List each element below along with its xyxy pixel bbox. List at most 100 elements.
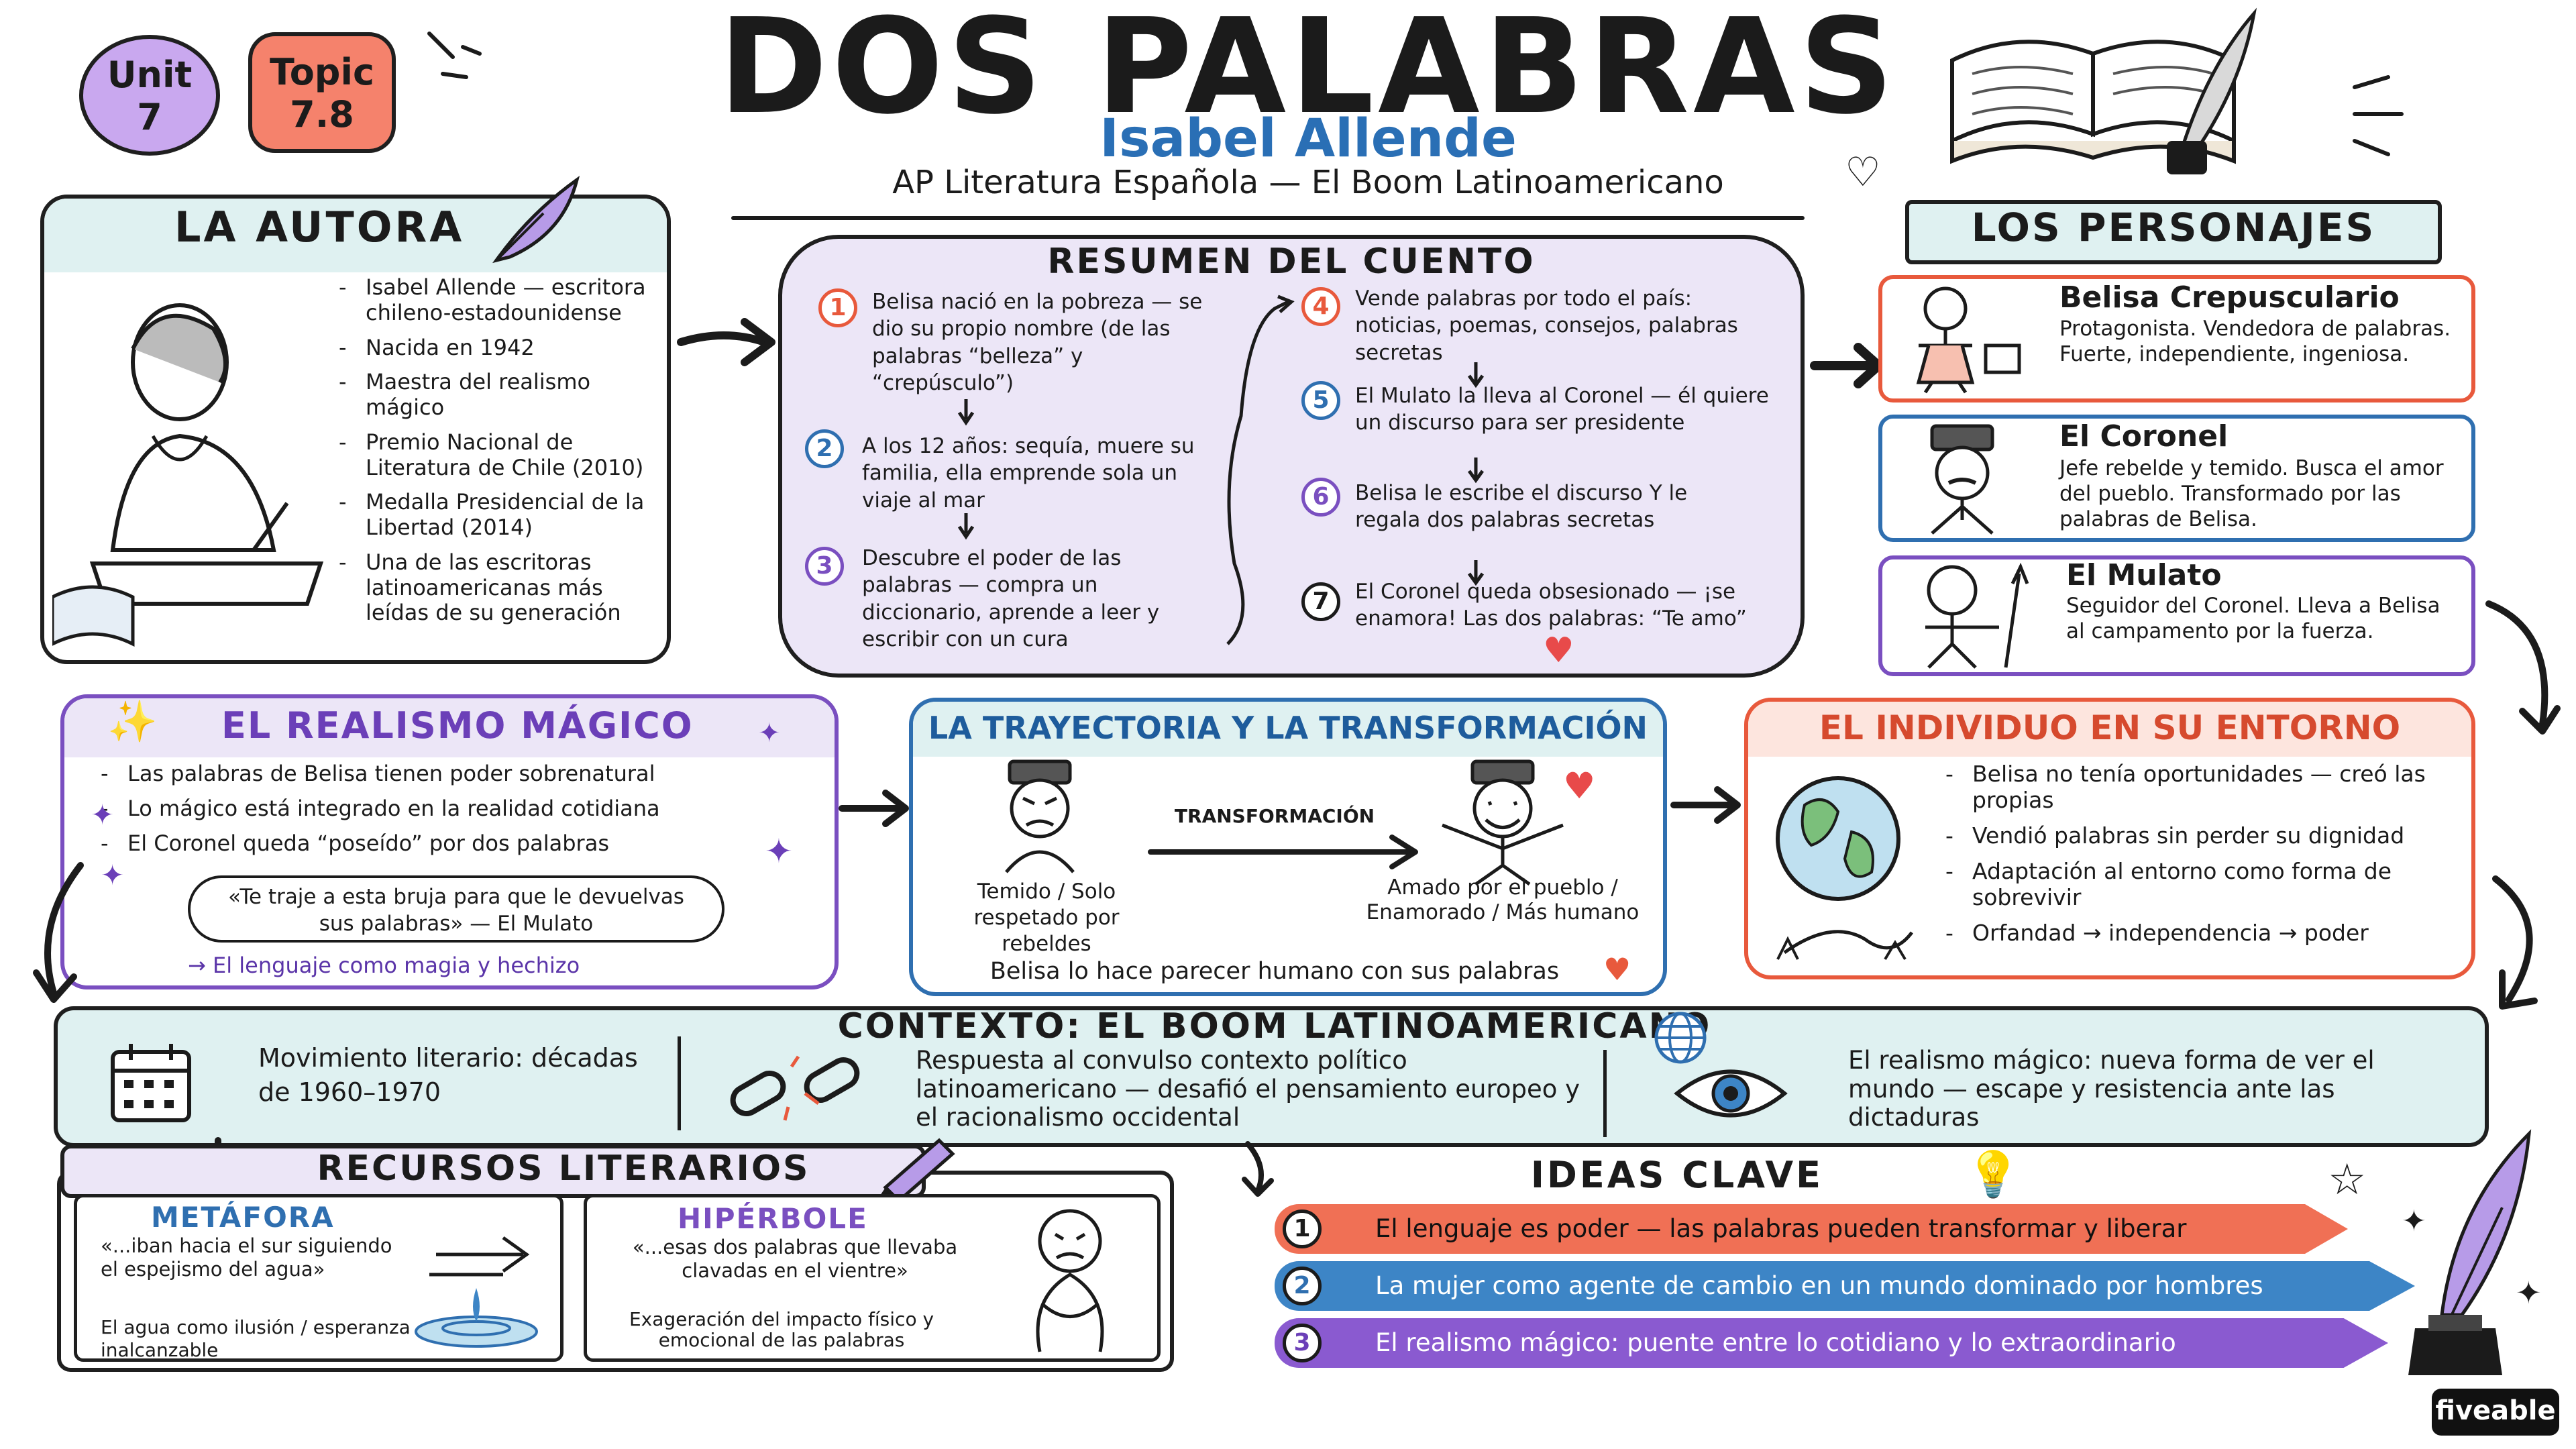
- idea-bar-3: [1275, 1318, 2388, 1368]
- step-text-3: Descubre el poder de las palabras — comp…: [862, 546, 1160, 651]
- brand-badge: fiveable: [2432, 1389, 2559, 1436]
- flow-connector-right: [1467, 362, 1485, 586]
- realismo-item: El Coronel queda “poseído” por dos palab…: [101, 830, 798, 857]
- transformation-arrow-icon: [1148, 835, 1418, 869]
- hiperbole-title: HIPÉRBOLE: [678, 1202, 868, 1235]
- entorno-item: Orfandad → independencia → poder: [1945, 920, 2455, 947]
- idea-number-1: 1: [1283, 1210, 1322, 1248]
- heart-icon: ♥: [1603, 951, 1631, 987]
- globe-grid-icon: [1654, 1012, 1707, 1064]
- broken-chain-icon: [730, 1055, 860, 1121]
- step-number-2: 2: [805, 429, 844, 468]
- trayectoria-after: Amado por el pueblo / Enamorado / Más hu…: [1366, 875, 1640, 925]
- idea-text-1: El lenguaje es poder — las palabras pued…: [1375, 1214, 2187, 1243]
- step-number-7: 7: [1301, 582, 1340, 621]
- sparkle-icon: ✦: [91, 798, 115, 831]
- idea-number-2: 2: [1283, 1267, 1322, 1305]
- step-number-1: 1: [818, 288, 857, 327]
- author-portrait-icon: [52, 303, 324, 647]
- lightbulb-icon: 💡: [1966, 1148, 2021, 1200]
- entorno-list: Belisa no tenía oportunidades — creó las…: [1945, 761, 2455, 956]
- character-name-belisa: Belisa Crepusculario: [2059, 280, 2400, 315]
- entorno-item: Adaptación al entorno como forma de sobr…: [1945, 858, 2455, 911]
- sparkle-icon: ✦: [765, 832, 793, 871]
- topic-label: Topic: [270, 51, 374, 93]
- belisa-figure-icon: [1916, 286, 2021, 394]
- character-card-belisa: [1878, 275, 2475, 402]
- hiperbole-quote: «...esas dos palabras que llevaba clavad…: [632, 1236, 958, 1282]
- contexto-divider-2: [1603, 1050, 1607, 1137]
- flow-connector: [957, 294, 1295, 645]
- contexto-col2: Respuesta al convulso contexto político …: [916, 1046, 1580, 1132]
- ideas-title: IDEAS CLAVE: [1530, 1154, 1824, 1196]
- personajes-title: LOS PERSONAJES: [1971, 205, 2376, 250]
- autora-item: Medalla Presidencial de la Libertad (201…: [339, 489, 661, 541]
- autora-list: Isabel Allende — escritora chileno-estad…: [339, 274, 661, 635]
- realismo-title: EL REALISMO MÁGICO: [221, 704, 694, 747]
- realismo-list: Las palabras de Belisa tienen poder sobr…: [101, 761, 798, 865]
- sparkle-icon: ✦: [101, 859, 125, 892]
- step-number-3: 3: [805, 547, 844, 586]
- trayectoria-before: Temido / Solo respetado por rebeldes: [973, 879, 1120, 956]
- character-desc-coronel: Jefe rebelde y temido. Busca el amor del…: [2059, 456, 2444, 531]
- autora-item: Maestra del realismo mágico: [339, 369, 661, 421]
- topic-badge: Topic 7.8: [248, 32, 396, 153]
- magic-wand-icon: ✨: [107, 698, 158, 745]
- pained-figure-icon: [1036, 1209, 1104, 1352]
- sparkle-icon: ✦: [758, 718, 781, 749]
- arrow-right-icon-4: [1670, 786, 1741, 824]
- personajes-title-ribbon: [1905, 200, 2442, 264]
- hiperbole-note: Exageración del impacto físico y emocion…: [629, 1308, 934, 1351]
- transformation-label: TRANSFORMACIÓN: [1174, 805, 1375, 827]
- metafora-note: El agua como ilusión / esperanza inalcan…: [101, 1316, 411, 1361]
- arrow-right-icon: [677, 318, 775, 366]
- entorno-title: EL INDIVIDUO EN SU ENTORNO: [1819, 708, 2401, 747]
- entorno-item: Vendió palabras sin perder su dignidad: [1945, 822, 2455, 849]
- character-desc-belisa: Protagonista. Vendedora de palabras. Fue…: [2059, 317, 2451, 366]
- step-number-5: 5: [1301, 381, 1340, 420]
- topic-number: 7.8: [290, 93, 354, 136]
- arrow-right-icon-3: [839, 790, 909, 827]
- arrow-down-curve-icon: [1242, 1141, 1274, 1197]
- realismo-item: Lo mágico está integrado en la realidad …: [101, 796, 798, 822]
- contexto-col1: Movimiento literario: décadas de 1960–19…: [258, 1043, 638, 1108]
- quill-icon: [492, 176, 580, 264]
- unit-number: 7: [137, 96, 162, 138]
- character-name-coronel: El Coronel: [2059, 419, 2229, 453]
- unit-label: Unit: [107, 54, 193, 96]
- realismo-footer: → El lenguaje como magia y hechizo: [188, 953, 580, 978]
- trayectoria-title: LA TRAYECTORIA Y LA TRANSFORMACIÓN: [928, 710, 1648, 746]
- sparkle-icon: ✦: [2402, 1204, 2426, 1238]
- idea-bar-1: [1275, 1204, 2348, 1254]
- curved-arrow-down-icon: [2485, 600, 2561, 735]
- spark-lines: [427, 32, 482, 79]
- trayectoria-footer: Belisa lo hace parecer humano con sus pa…: [989, 958, 1560, 985]
- metafora-title: METÁFORA: [151, 1201, 335, 1234]
- contexto-col3: El realismo mágico: nueva forma de ver e…: [1848, 1046, 2375, 1132]
- quill-inkwell-icon: [2408, 1129, 2532, 1375]
- happy-coronel-icon: [1442, 759, 1564, 885]
- sparkle-icon: ✦: [2516, 1275, 2542, 1311]
- unit-badge: Unit 7: [79, 35, 220, 156]
- heart-icon: ♥: [1563, 765, 1596, 807]
- globe-icon: [1776, 776, 1913, 961]
- resumen-panel: [778, 235, 1805, 678]
- autora-item: Premio Nacional de Literatura de Chile (…: [339, 429, 661, 481]
- contexto-title: CONTEXTO: EL BOOM LATINOAMERICANO: [837, 1006, 1712, 1046]
- contexto-panel: [54, 1006, 2489, 1147]
- character-card-mulato: [1878, 555, 2475, 676]
- curved-arrow-down-left-icon: [2492, 875, 2538, 1010]
- character-name-mulato: El Mulato: [2066, 558, 2222, 592]
- spark-lines-right: [2353, 75, 2404, 156]
- step-text-2: A los 12 años: sequía, muere su familia,…: [862, 434, 1195, 513]
- idea-bar-2: [1275, 1261, 2415, 1311]
- entorno-title-band: [1748, 702, 2471, 757]
- curved-arrow-down-icon-left: [33, 862, 84, 1003]
- arrow-right-icon-2: [1810, 343, 1883, 388]
- autora-item: Isabel Allende — escritora chileno-estad…: [339, 274, 661, 326]
- metafora-quote: «...iban hacia el sur siguiendo el espej…: [101, 1234, 392, 1281]
- character-desc-mulato: Seguidor del Coronel. Lleva a Belisa al …: [2066, 594, 2440, 643]
- contexto-divider: [678, 1036, 681, 1130]
- autora-title: LA AUTORA: [174, 203, 465, 252]
- idea-number-3: 3: [1283, 1324, 1322, 1362]
